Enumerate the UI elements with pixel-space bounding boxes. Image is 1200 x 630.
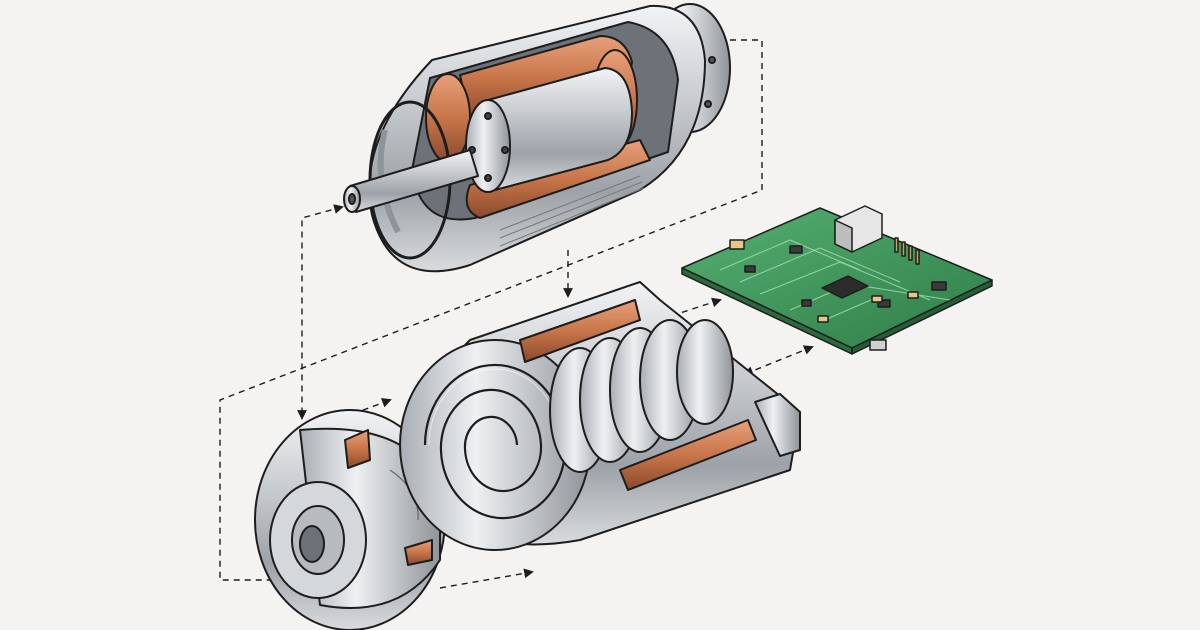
connector-endcap-to-scroll-top <box>341 398 392 419</box>
motor-cutaway-icon <box>343 3 731 273</box>
connector-pcb-to-scroll <box>743 345 814 376</box>
connection-lines <box>219 39 814 589</box>
connector-motor-to-endcap <box>219 39 763 585</box>
scroll-compressor-icon <box>399 281 801 551</box>
circuit-board-icon <box>681 205 993 355</box>
connector-endcap-to-scroll-bottom <box>439 568 534 589</box>
connector-shaft-to-endcap <box>297 204 344 420</box>
